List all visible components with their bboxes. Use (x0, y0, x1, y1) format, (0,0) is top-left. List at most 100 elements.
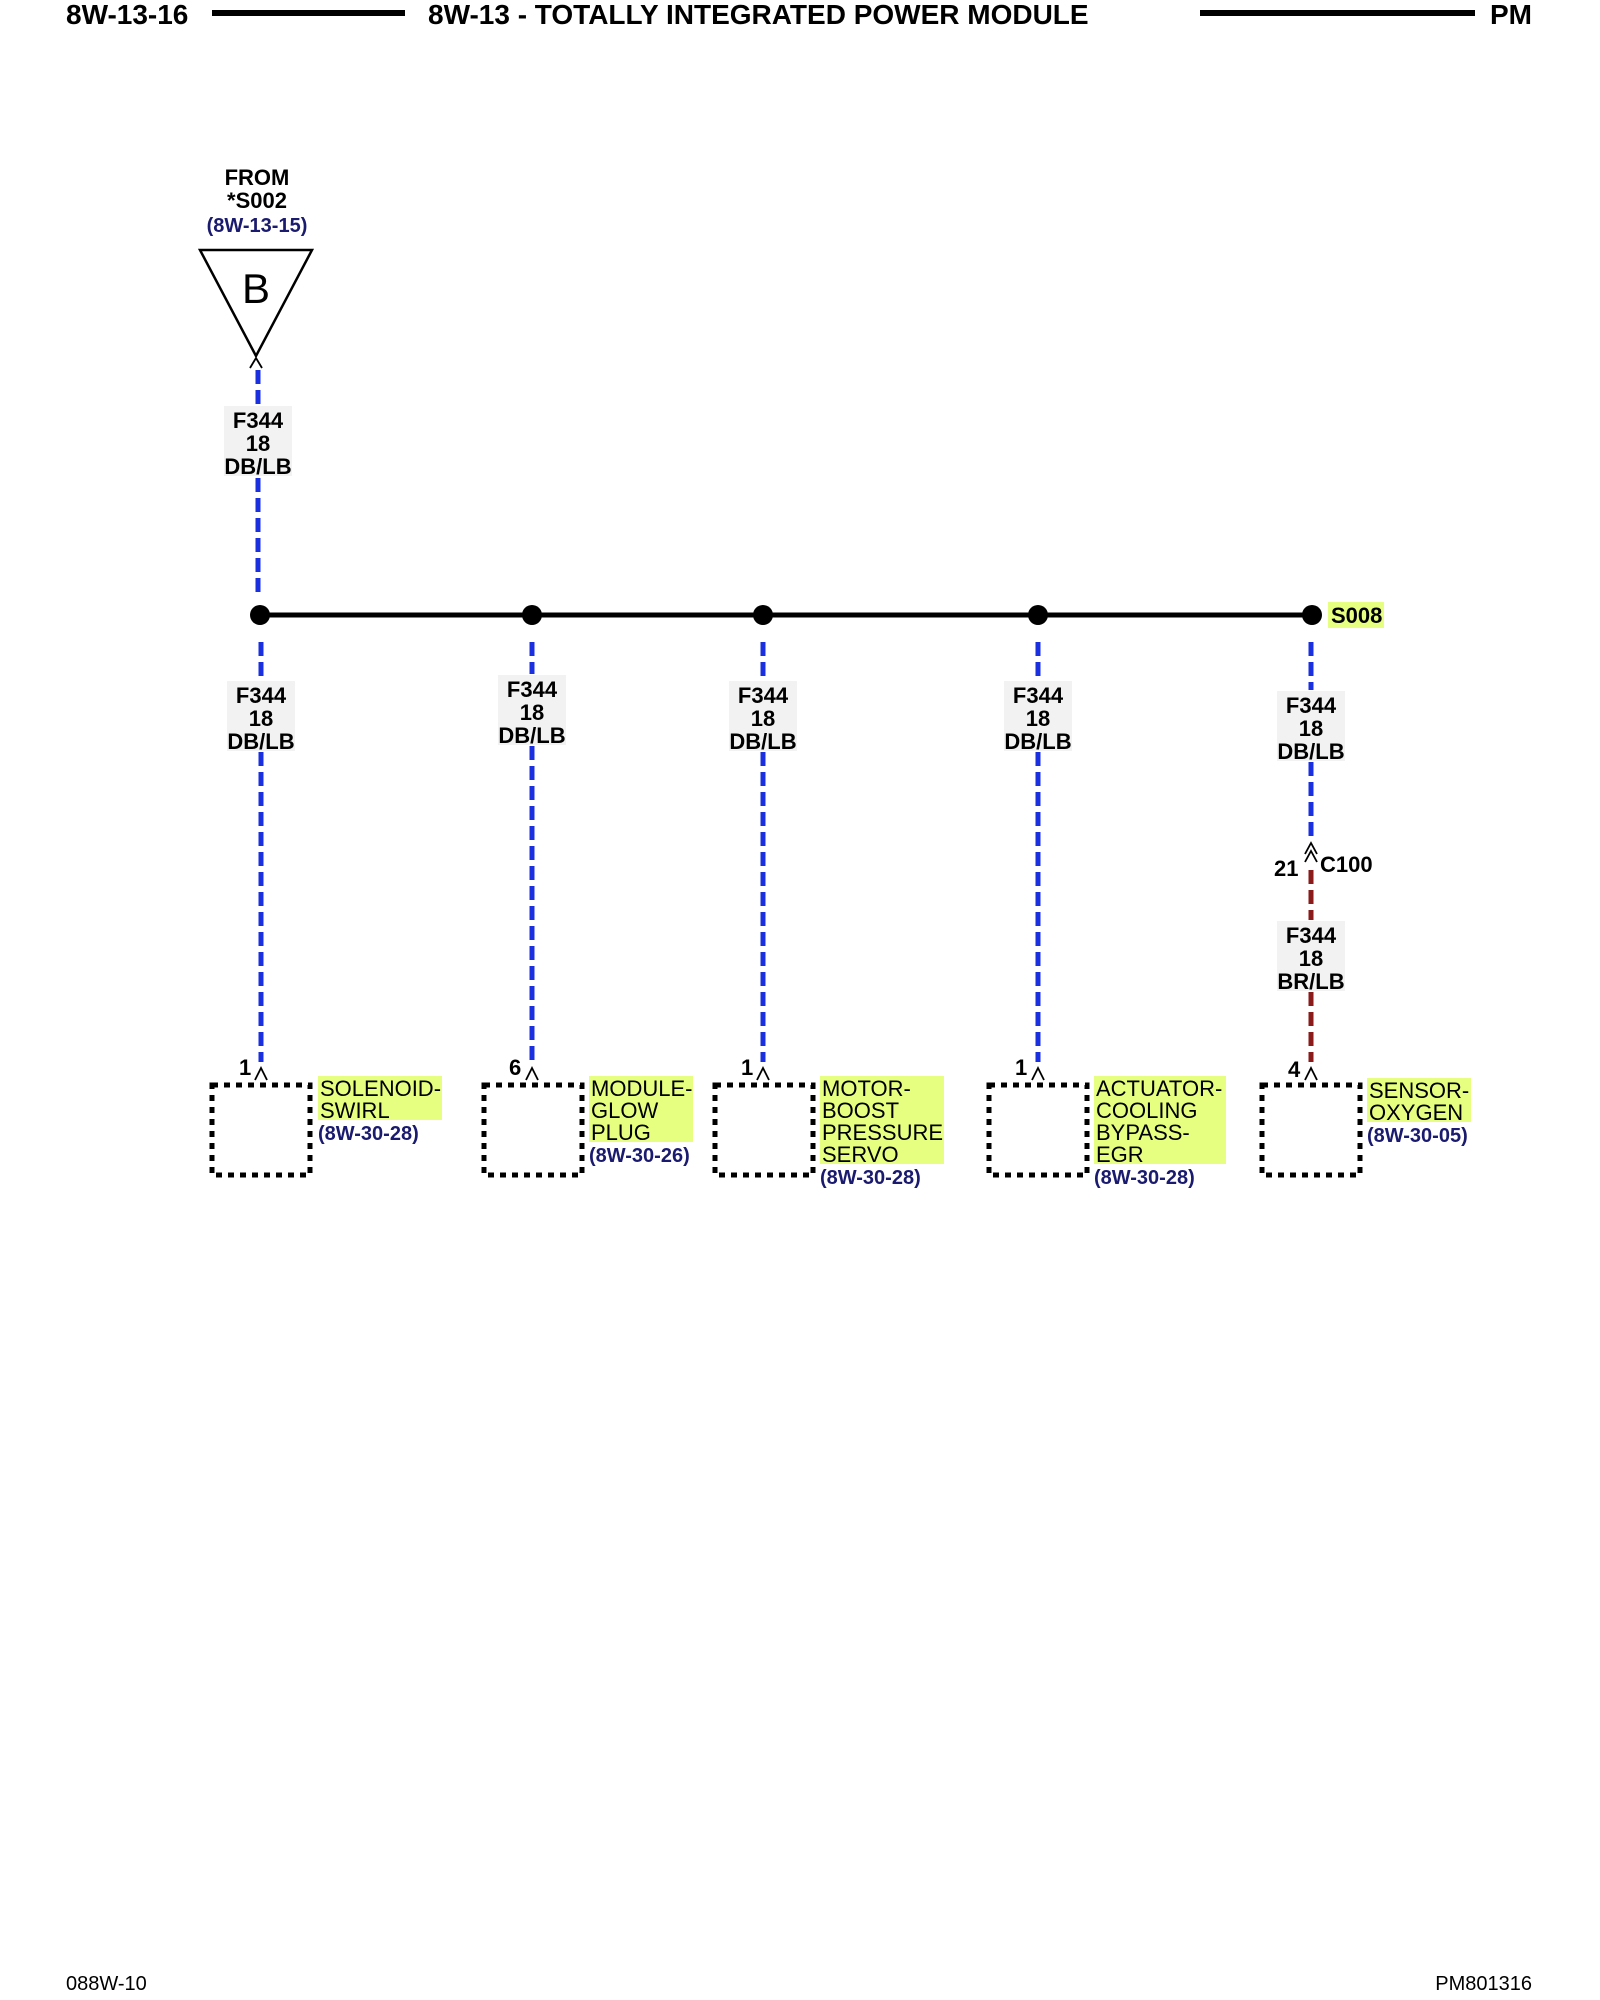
component-label-highlight (1094, 1076, 1226, 1164)
pin-number: 1 (239, 1055, 251, 1080)
pin-mark (756, 1065, 770, 1081)
wire-label-bg (498, 675, 566, 745)
inline-connector-mark[interactable] (1304, 841, 1318, 863)
splice-dot[interactable] (522, 605, 542, 625)
wire-gauge: 18 (249, 706, 273, 731)
component-box[interactable] (209, 1082, 313, 1178)
branch-5: F344 18 DB/LB 21 C100 F344 18 BR/LB 4 SE… (1259, 642, 1471, 1178)
from-label: FROM (225, 165, 290, 190)
wire-label-bg (1004, 681, 1072, 751)
component-box[interactable] (986, 1082, 1090, 1178)
wire-color: DB/LB (1277, 739, 1344, 764)
wire-label-bg (227, 681, 295, 751)
wire-color: BR/LB (1277, 969, 1344, 994)
wire-gauge: 18 (1026, 706, 1050, 731)
component-ref: (8W-30-28) (318, 1123, 419, 1145)
connector-letter: B (242, 265, 270, 312)
splice-dot[interactable] (1302, 605, 1322, 625)
wire-gauge: 18 (1299, 946, 1323, 971)
page-footer: 088W-10 PM801316 (66, 1973, 1532, 1995)
wire-label-bg (729, 681, 797, 751)
component-box[interactable] (712, 1082, 816, 1178)
component-box[interactable] (1259, 1082, 1363, 1178)
from-splice: *S002 (227, 188, 287, 213)
splice-label: S008 (1331, 603, 1382, 628)
branch-4: F344 18 DB/LB 1 ACTUATOR- COOLING BYPASS… (986, 642, 1226, 1189)
from-ref: (8W-13-15) (207, 215, 308, 237)
inline-connector-name: C100 (1320, 852, 1373, 877)
pin-mark (1031, 1065, 1045, 1081)
component-name-line: SENSOR- (1369, 1078, 1469, 1103)
wire-gauge: 18 (751, 706, 775, 731)
connector-triangle-icon[interactable] (197, 248, 315, 359)
wire-color: DB/LB (1004, 729, 1071, 754)
component-name-line: SOLENOID- (320, 1076, 441, 1101)
branch-2: F344 18 DB/LB 6 MODULE- GLOW PLUG (8W-30… (481, 642, 693, 1178)
connector-pin-mark (249, 356, 263, 369)
component-name-line: SERVO (822, 1142, 899, 1167)
component-name-line: ACTUATOR- (1096, 1076, 1222, 1101)
component-name-line: BOOST (822, 1098, 899, 1123)
splice-dot[interactable] (753, 605, 773, 625)
wire-color: DB/LB (227, 729, 294, 754)
pin-mark (525, 1065, 539, 1081)
component-name-line: MODULE- (591, 1076, 692, 1101)
wire-color: DB/LB (224, 454, 291, 479)
pin-number: 6 (509, 1055, 521, 1080)
component-name-line: PRESSURE (822, 1120, 943, 1145)
splice-label-highlight (1328, 602, 1384, 628)
wire-label-bg (1277, 921, 1345, 991)
wire-label-bg (1277, 691, 1345, 761)
component-name-line: COOLING (1096, 1098, 1197, 1123)
component-label-highlight (589, 1076, 693, 1142)
splice-dot[interactable] (250, 605, 270, 625)
wire-color: DB/LB (498, 723, 565, 748)
wire-gauge: 18 (246, 431, 270, 456)
wire-gauge: 18 (1299, 716, 1323, 741)
source-connector: FROM *S002 (8W-13-15) B (197, 165, 315, 369)
splice-dot[interactable] (1028, 605, 1048, 625)
component-ref: (8W-30-05) (1367, 1125, 1468, 1147)
branch-3: F344 18 DB/LB 1 MOTOR- BOOST PRESSURE SE… (712, 642, 944, 1189)
page-number-left: 8W-13-16 (66, 0, 188, 30)
footer-left-code: 088W-10 (66, 1973, 147, 1995)
wire-circuit: F344 (1286, 923, 1337, 948)
wire-color: DB/LB (729, 729, 796, 754)
pin-number: 1 (1015, 1055, 1027, 1080)
pin-mark (1304, 1065, 1318, 1081)
pin-number: 4 (1288, 1057, 1301, 1082)
component-name-line: EGR (1096, 1142, 1144, 1167)
component-label-highlight (1367, 1078, 1471, 1122)
component-ref: (8W-30-28) (1094, 1167, 1195, 1189)
component-name-line: GLOW (591, 1098, 658, 1123)
component-label-highlight (318, 1076, 442, 1120)
wire-circuit: F344 (1286, 693, 1337, 718)
source-wire: F344 18 DB/LB (224, 370, 292, 592)
splice-bus: S008 (250, 602, 1384, 628)
page-title: 8W-13 - TOTALLY INTEGRATED POWER MODULE (428, 0, 1089, 30)
wire-gauge: 18 (520, 700, 544, 725)
page-section-right: PM (1490, 0, 1532, 30)
component-name-line: OXYGEN (1369, 1100, 1463, 1125)
pin-mark (254, 1065, 268, 1081)
component-label-highlight (820, 1076, 944, 1164)
wire-label-bg (224, 406, 292, 476)
wire-circuit: F344 (236, 683, 287, 708)
wire-circuit: F344 (1013, 683, 1064, 708)
component-box[interactable] (481, 1082, 585, 1178)
component-ref: (8W-30-28) (820, 1167, 921, 1189)
component-name-line: MOTOR- (822, 1076, 911, 1101)
inline-connector-pin: 21 (1274, 856, 1298, 881)
component-name-line: PLUG (591, 1120, 651, 1145)
wire-circuit: F344 (233, 408, 284, 433)
branch-1: F344 18 DB/LB 1 SOLENOID- SWIRL (8W-30-2… (209, 642, 442, 1178)
footer-right-code: PM801316 (1435, 1973, 1532, 1995)
wire-circuit: F344 (738, 683, 789, 708)
component-name-line: SWIRL (320, 1098, 390, 1123)
component-name-line: BYPASS- (1096, 1120, 1190, 1145)
wire-circuit: F344 (507, 677, 558, 702)
page-header: 8W-13-16 8W-13 - TOTALLY INTEGRATED POWE… (66, 0, 1532, 30)
pin-number: 1 (741, 1055, 753, 1080)
component-ref: (8W-30-26) (589, 1145, 690, 1167)
